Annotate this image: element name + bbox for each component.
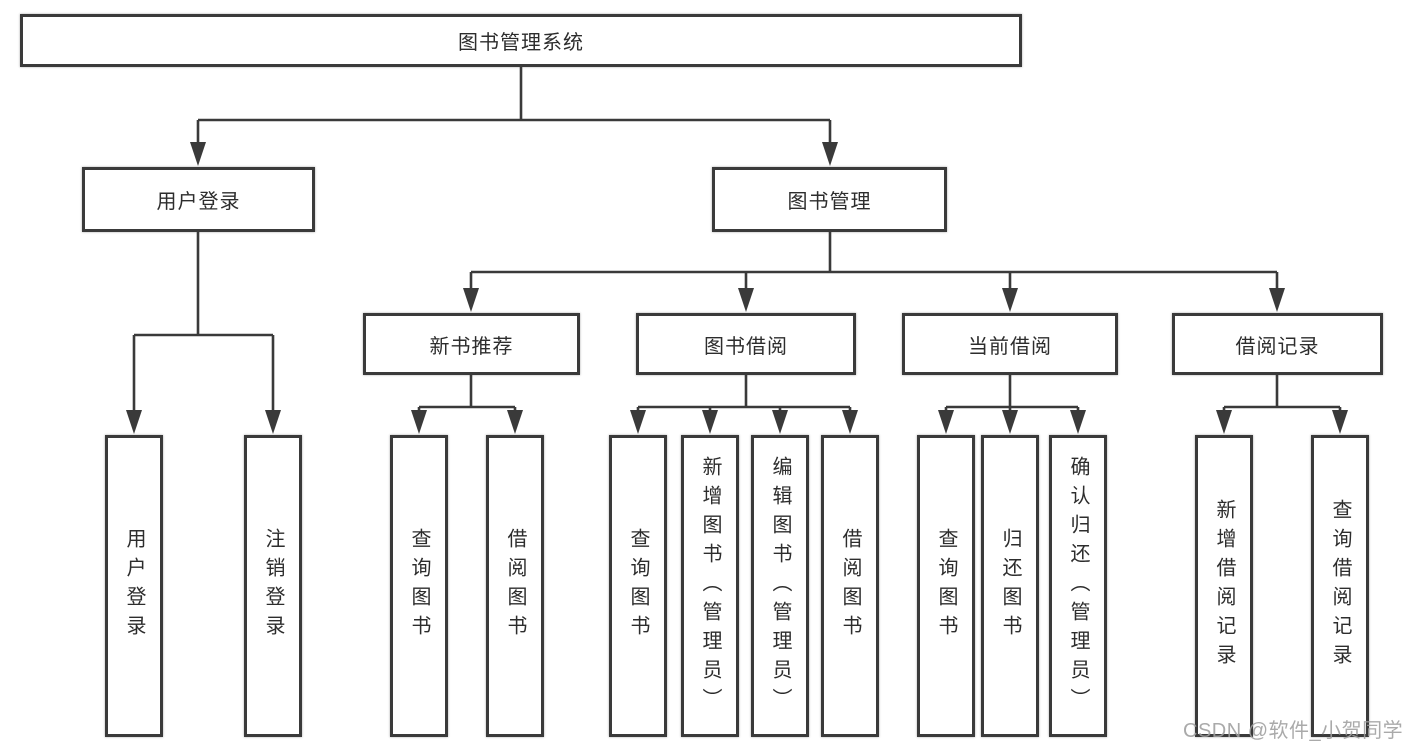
node-label: 当前借阅 bbox=[968, 335, 1052, 358]
node-label: 用户登录 bbox=[123, 528, 145, 644]
node-borrow-books-1: 借阅图书 bbox=[486, 435, 544, 737]
node-query-books-1: 查询图书 bbox=[390, 435, 448, 737]
node-label: 图书管理 bbox=[787, 191, 872, 213]
node-edit-books-admin: 编辑图书（管理员） bbox=[751, 435, 809, 737]
csdn-watermark: CSDN @软件_小贺同学 bbox=[1183, 720, 1404, 742]
node-label: 借阅图书 bbox=[839, 528, 861, 644]
node-borrowing-records: 借阅记录 bbox=[1172, 313, 1383, 375]
node-add-books-admin: 新增图书（管理员） bbox=[681, 435, 739, 737]
node-label: 新书推荐 bbox=[429, 335, 514, 358]
node-label: 归还图书 bbox=[999, 528, 1021, 644]
node-user-login: 用户登录 bbox=[82, 167, 315, 232]
node-book-borrowing: 图书借阅 bbox=[636, 313, 856, 375]
node-label: 借阅记录 bbox=[1235, 335, 1320, 358]
node-query-books-3: 查询图书 bbox=[917, 435, 975, 737]
node-label: 图书借阅 bbox=[704, 335, 788, 358]
node-user-login-leaf: 用户登录 bbox=[105, 435, 163, 737]
node-borrow-books-2: 借阅图书 bbox=[821, 435, 879, 737]
node-label: 新增图书（管理员） bbox=[699, 455, 721, 717]
node-label: 用户登录 bbox=[156, 191, 241, 213]
node-label: 查询借阅记录 bbox=[1329, 499, 1351, 673]
node-library-management-system: 图书管理系统 bbox=[20, 14, 1022, 67]
node-label: 借阅图书 bbox=[504, 528, 526, 644]
node-current-borrowing: 当前借阅 bbox=[902, 313, 1118, 375]
node-label: 新增借阅记录 bbox=[1213, 499, 1235, 673]
node-new-book-recommendation: 新书推荐 bbox=[363, 313, 580, 375]
node-query-borrow-record: 查询借阅记录 bbox=[1311, 435, 1369, 737]
node-label: 注销登录 bbox=[262, 528, 284, 644]
node-confirm-return-admin: 确认归还（管理员） bbox=[1049, 435, 1107, 737]
node-add-borrow-record: 新增借阅记录 bbox=[1195, 435, 1253, 737]
node-query-books-2: 查询图书 bbox=[609, 435, 667, 737]
node-return-books: 归还图书 bbox=[981, 435, 1039, 737]
node-label: 编辑图书（管理员） bbox=[769, 455, 791, 717]
node-label: 查询图书 bbox=[408, 528, 430, 644]
node-label: 图书管理系统 bbox=[458, 32, 584, 54]
node-logout: 注销登录 bbox=[244, 435, 302, 737]
node-book-management: 图书管理 bbox=[712, 167, 947, 232]
node-label: 查询图书 bbox=[935, 528, 957, 644]
node-label: 查询图书 bbox=[627, 528, 649, 644]
node-label: 确认归还（管理员） bbox=[1067, 455, 1089, 717]
